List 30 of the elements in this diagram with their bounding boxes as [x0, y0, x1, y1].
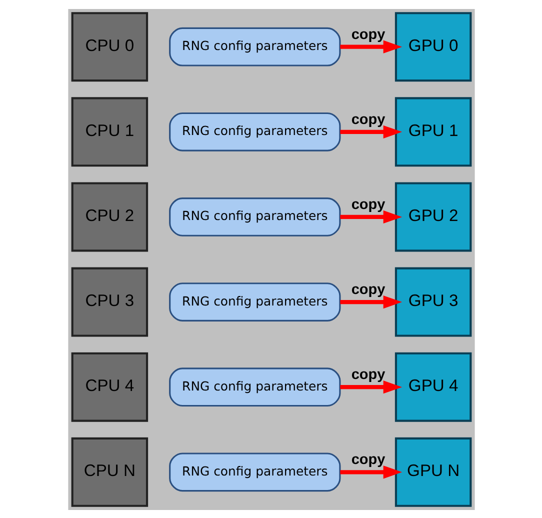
edge-label: copy — [350, 281, 385, 298]
node-box: RNG config parameters — [168, 452, 340, 492]
edge-label: copy — [350, 26, 385, 42]
node-box: RNG config parameters — [168, 282, 340, 321]
edge-label: copy — [350, 366, 385, 382]
edge-label: copy — [350, 196, 385, 212]
node-box: CPU 1 — [70, 96, 148, 166]
arrow — [340, 210, 402, 224]
node-box: GPU 2 — [394, 182, 472, 252]
node-box: GPU 0 — [394, 12, 472, 82]
node-box: CPU 2 — [70, 182, 148, 252]
node-box: CPU N — [70, 436, 148, 506]
node-box: CPU 0 — [70, 12, 148, 82]
arrow — [340, 40, 402, 53]
node-box: RNG config parameters — [168, 112, 340, 151]
node-box: RNG config parameters — [168, 367, 340, 406]
node-box: GPU N — [394, 436, 472, 506]
node-box: RNG config parameters — [168, 26, 340, 66]
arrow — [340, 380, 402, 394]
node-box: GPU 4 — [394, 352, 472, 422]
edge-label: copy — [350, 452, 385, 468]
arrow — [340, 294, 402, 308]
node-box: CPU 3 — [70, 266, 148, 336]
node-box: CPU 4 — [70, 352, 148, 422]
node-box: GPU 1 — [394, 96, 472, 166]
node-box: RNG config parameters — [168, 197, 340, 236]
node-box: GPU 3 — [394, 266, 472, 336]
edge-label: copy — [350, 111, 385, 128]
arrow — [340, 124, 402, 138]
arrow — [340, 465, 402, 478]
